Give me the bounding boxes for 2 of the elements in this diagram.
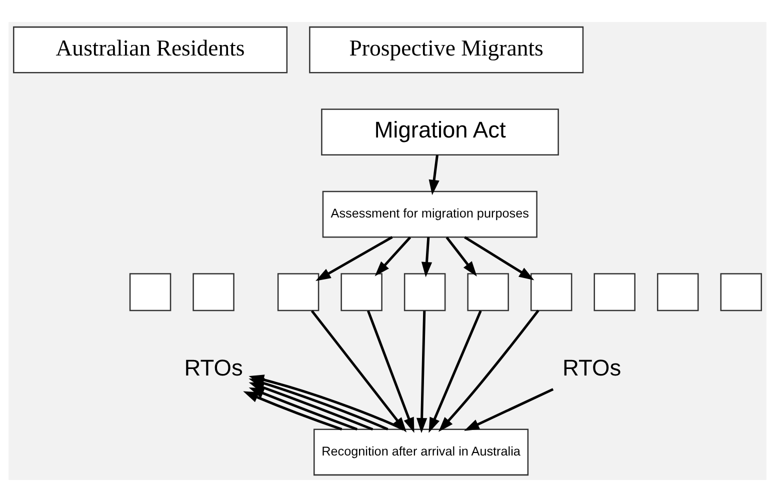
node-text: RTOs (184, 354, 243, 380)
node-text: RTOs (562, 354, 622, 380)
